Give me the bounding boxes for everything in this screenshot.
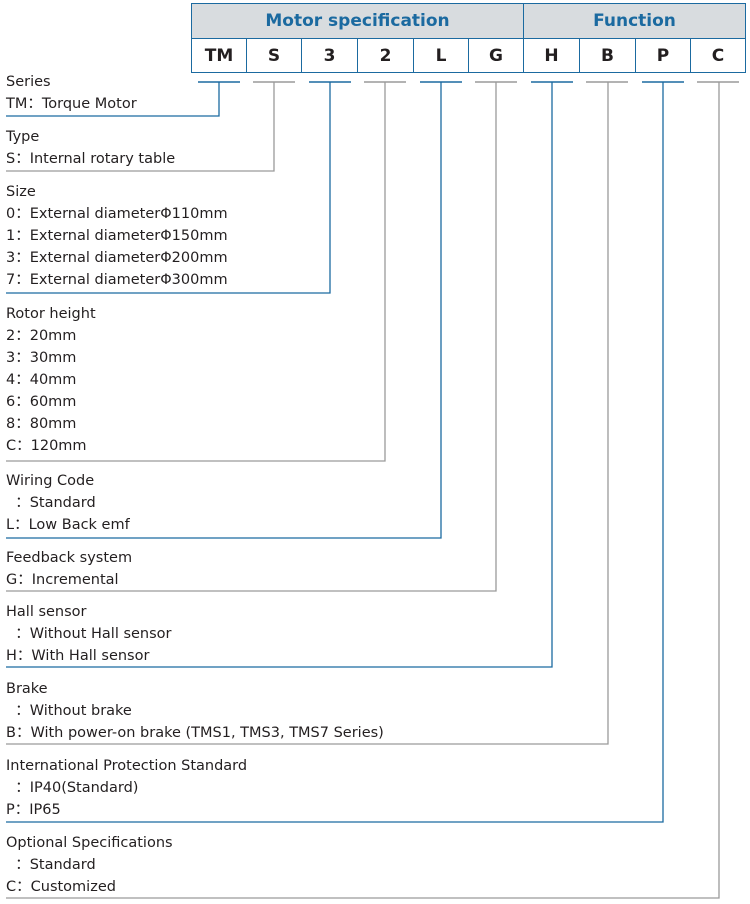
connector-series bbox=[6, 82, 220, 117]
option-line: H：With Hall sensor bbox=[6, 648, 150, 664]
option-line: 6：60mm bbox=[6, 394, 77, 410]
option-line: B：With power-on brake (TMS1, TMS3, TMS7 … bbox=[6, 725, 384, 741]
option-line: 4：40mm bbox=[6, 372, 77, 388]
option-line: 3：30mm bbox=[6, 350, 77, 366]
code-cell-size: 3 bbox=[301, 38, 358, 73]
code-cell-hall-sensor: H bbox=[523, 38, 580, 73]
section-type: Type S：Internal rotary table bbox=[6, 126, 175, 170]
code-cell-series: TM bbox=[191, 38, 247, 73]
connector-feedback-system bbox=[6, 82, 497, 592]
connector-brake bbox=[6, 82, 609, 745]
section-title: Optional Specifications bbox=[6, 835, 173, 851]
option-line: 0：External diameterΦ110mm bbox=[6, 206, 228, 222]
option-line: 1：External diameterΦ150mm bbox=[6, 228, 228, 244]
option-line: C：120mm bbox=[6, 438, 87, 454]
code-cell-brake: B bbox=[579, 38, 636, 73]
section-optional-specifications: Optional Specifications ：Standard C：Cust… bbox=[6, 832, 173, 898]
option-line: 2：20mm bbox=[6, 328, 77, 344]
code-cell-rotor-height: 2 bbox=[357, 38, 414, 73]
section-brake: Brake ：Without brake B：With power-on bra… bbox=[6, 678, 384, 744]
section-hall-sensor: Hall sensor ：Without Hall sensor H：With … bbox=[6, 601, 172, 667]
code-cell-feedback-system: G bbox=[468, 38, 524, 73]
connector-protection bbox=[6, 82, 664, 823]
code-cell-wiring-code: L bbox=[413, 38, 469, 73]
section-title: Series bbox=[6, 74, 51, 90]
connector-wiring-code bbox=[6, 82, 442, 539]
option-line: L：Low Back emf bbox=[6, 517, 130, 533]
section-size: Size 0：External diameterΦ110mm 1：Externa… bbox=[6, 181, 228, 291]
section-series: Series TM：Torque Motor bbox=[6, 71, 137, 115]
section-title: Brake bbox=[6, 681, 48, 697]
option-line: ：Without brake bbox=[6, 703, 132, 719]
section-title: Feedback system bbox=[6, 550, 133, 566]
option-line: P：IP65 bbox=[6, 802, 61, 818]
section-wiring-code: Wiring Code ：Standard L：Low Back emf bbox=[6, 470, 130, 536]
motor-specification-header: Motor specification bbox=[191, 3, 524, 39]
connector-hall-sensor bbox=[6, 82, 553, 668]
connector-type bbox=[6, 82, 275, 172]
option-line: 7：External diameterΦ300mm bbox=[6, 272, 228, 288]
section-title: Wiring Code bbox=[6, 473, 95, 489]
section-title: Rotor height bbox=[6, 306, 96, 322]
section-title: Size bbox=[6, 184, 36, 200]
connector-optional bbox=[6, 82, 720, 899]
option-line: ：Without Hall sensor bbox=[6, 626, 172, 642]
section-title: Hall sensor bbox=[6, 604, 87, 620]
option-line: ：Standard bbox=[6, 857, 96, 873]
section-rotor-height: Rotor height 2：20mm 3：30mm 4：40mm 6：60mm… bbox=[6, 303, 96, 457]
section-title: International Protection Standard bbox=[6, 758, 248, 774]
option-line: G：Incremental bbox=[6, 572, 119, 588]
option-line: ：IP40(Standard) bbox=[6, 780, 139, 796]
option-line: 8：80mm bbox=[6, 416, 77, 432]
option-line: ：Standard bbox=[6, 495, 96, 511]
option-line: C：Customized bbox=[6, 879, 116, 895]
option-line: S：Internal rotary table bbox=[6, 151, 176, 167]
section-protection-standard: International Protection Standard ：IP40(… bbox=[6, 755, 247, 821]
option-line: TM：Torque Motor bbox=[6, 96, 137, 112]
code-cell-optional: C bbox=[690, 38, 746, 73]
connector-rotor-height bbox=[6, 82, 386, 462]
code-cell-protection: P bbox=[635, 38, 691, 73]
option-line: 3：External diameterΦ200mm bbox=[6, 250, 228, 266]
section-title: Type bbox=[6, 129, 40, 145]
section-feedback-system: Feedback system G：Incremental bbox=[6, 547, 132, 591]
connector-size bbox=[6, 82, 331, 294]
